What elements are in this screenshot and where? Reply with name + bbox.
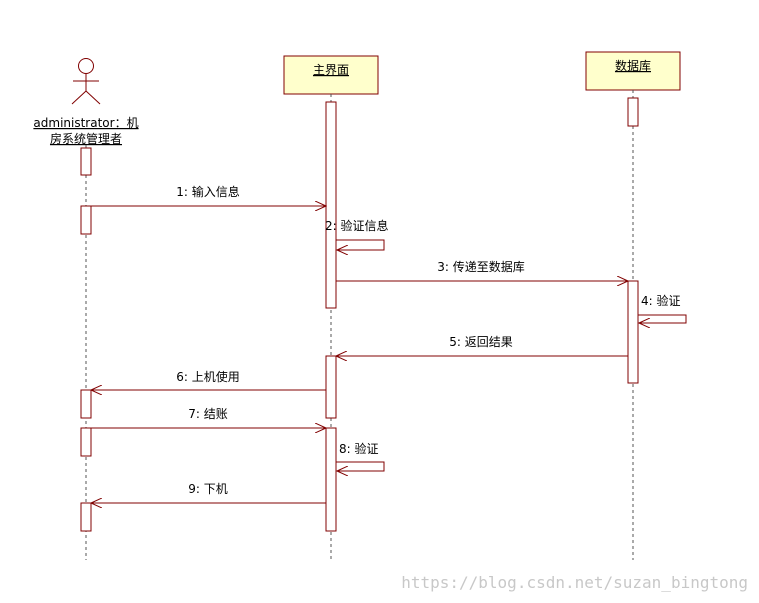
activation-main-ui <box>325 427 337 532</box>
activation-actor <box>80 147 92 176</box>
message-label: 4: 验证 <box>641 293 681 308</box>
message-1: 1: 输入信息 <box>91 184 326 206</box>
actor-left-leg <box>71 90 87 105</box>
activation-main-ui <box>325 355 337 419</box>
message-4-self: 4: 验证 <box>638 293 687 323</box>
message-label: 1: 输入信息 <box>176 184 240 199</box>
message-label: 9: 下机 <box>188 482 228 496</box>
message-label: 2: 验证信息 <box>325 218 389 233</box>
actor-right-leg <box>85 90 101 105</box>
watermark-text: https://blog.csdn.net/suzan_bingtong <box>401 573 748 592</box>
message-9: 9: 下机 <box>91 482 326 503</box>
message-label: 5: 返回结果 <box>449 335 513 349</box>
object-database: 数据库 <box>585 51 681 91</box>
activation-actor <box>80 502 92 532</box>
activation-actor <box>80 427 92 457</box>
activation-database <box>627 97 639 127</box>
message-self-arrow <box>336 461 385 471</box>
actor-name-line2: 房系统管理者 <box>50 131 122 146</box>
message-7: 7: 结账 <box>91 407 326 428</box>
message-label: 7: 结账 <box>188 407 228 421</box>
object-main-ui-box <box>283 55 379 95</box>
object-main-ui: 主界面 <box>283 55 379 95</box>
message-self-arrow <box>336 239 385 250</box>
activation-database <box>627 280 639 384</box>
actor-name-line1: administrator：机 <box>33 116 138 130</box>
message-label: 6: 上机使用 <box>176 369 240 384</box>
message-2-self: 2: 验证信息 <box>325 218 389 250</box>
message-self-arrow <box>638 314 687 323</box>
object-database-box <box>585 51 681 91</box>
object-database-label: 数据库 <box>615 58 651 73</box>
object-main-ui-label: 主界面 <box>313 63 349 77</box>
message-3: 3: 传递至数据库 <box>336 259 628 281</box>
message-6: 6: 上机使用 <box>91 369 326 390</box>
message-label: 8: 验证 <box>339 441 379 456</box>
actor-head <box>78 58 94 74</box>
activation-actor <box>80 205 92 235</box>
message-5: 5: 返回结果 <box>336 335 628 356</box>
message-label: 3: 传递至数据库 <box>437 259 525 274</box>
activation-main-ui <box>325 101 337 309</box>
message-8-self: 8: 验证 <box>336 441 385 471</box>
activation-actor <box>80 389 92 419</box>
actor-administrator: administrator：机 房系统管理者 <box>33 58 139 146</box>
